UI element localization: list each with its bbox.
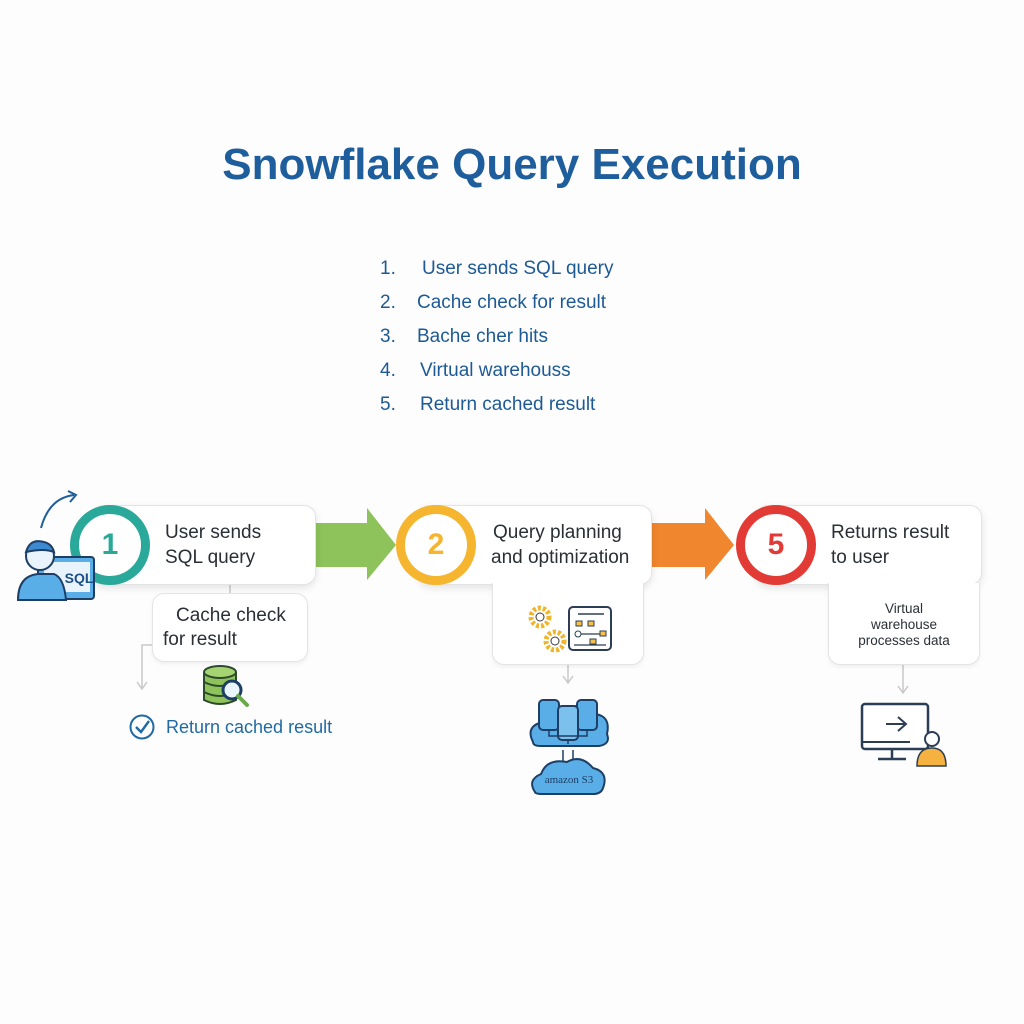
cache-check-card: Cache check for result (152, 593, 308, 662)
vw-line: warehouse (870, 617, 938, 632)
arrow-orange (648, 508, 734, 580)
check-circle-icon (129, 714, 155, 740)
step-number-5: 5 (736, 505, 816, 585)
sql-label: SQL (65, 570, 94, 586)
vw-line: Virtual (884, 601, 924, 616)
return-cached-result-label: Return cached result (166, 717, 333, 737)
list-item: 5.Return cached result (380, 394, 596, 415)
page-title: Snowflake Query Execution (222, 140, 802, 189)
user-sql-icon: SQL (16, 490, 95, 601)
vw-line: processes data (858, 633, 950, 648)
step-number-1: 1 (70, 505, 150, 585)
monitor-user-icon (860, 702, 947, 767)
list-item: 2.Cache check for result (380, 292, 607, 313)
gears-plan-icon (528, 605, 612, 653)
list-item: 1.User sends SQL query (380, 258, 614, 279)
database-search-icon (203, 665, 249, 707)
step-number-2: 2 (396, 505, 476, 585)
list-item: 3.Bache cher hits (380, 326, 548, 347)
list-item: 4.Virtual warehouss (380, 360, 571, 381)
virtual-warehouse-card: Virtual warehouse processes data (828, 583, 980, 665)
cloud-database-icon: amazon S3 (529, 699, 609, 795)
arrow-green (312, 508, 396, 580)
s3-label: amazon S3 (545, 774, 594, 786)
